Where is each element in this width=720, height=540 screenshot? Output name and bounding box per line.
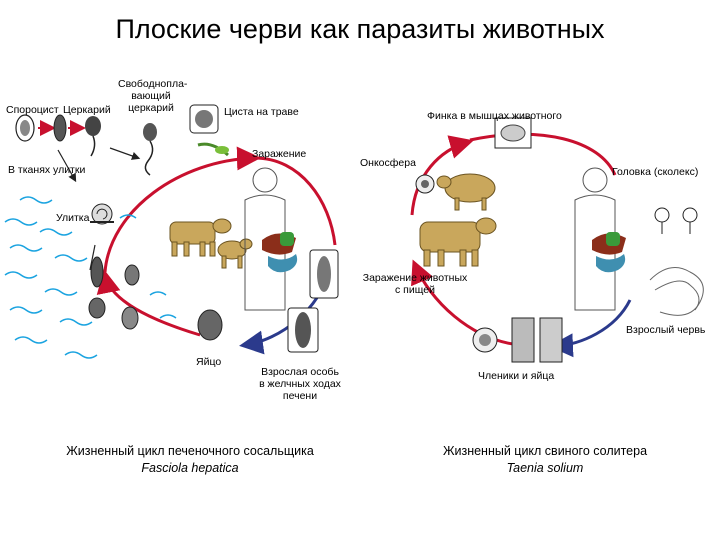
sporocyst-icon	[15, 114, 35, 142]
cattle-icon	[419, 217, 497, 267]
grass-icon	[197, 142, 229, 157]
label-sporocyst: Спороцист	[6, 104, 59, 116]
left-species: Fasciola hepatica	[141, 461, 239, 475]
page-title: Плоские черви как паразиты животных	[115, 14, 605, 44]
label-oncosphere: Онкосфера	[360, 157, 416, 169]
right-cycle-arrows	[410, 132, 632, 358]
human-body-right-icon	[574, 167, 616, 311]
label-finna: Финка в мышцах животного	[427, 110, 562, 122]
label-egg: Яйцо	[196, 356, 222, 368]
label-cercaria: Церкарий	[63, 104, 111, 116]
egg-right-icon	[472, 327, 498, 353]
finna-icon	[494, 117, 532, 149]
label-cyst-on-grass: Циста на траве	[224, 106, 299, 118]
sheep-icon	[217, 238, 253, 269]
cow-icon	[169, 218, 232, 257]
label-scolex: Головка (сколекс)	[612, 166, 699, 178]
scolex-icon	[654, 207, 698, 234]
intestine-right-icon	[592, 232, 626, 273]
label-adult-fluke: Взрослая особь в желчных ходах печени	[259, 366, 341, 402]
right-caption: Жизненный цикл свиного солитера Taenia s…	[442, 444, 648, 475]
snail-icon	[90, 203, 114, 225]
redia-icon	[53, 114, 67, 142]
water-waves-icon	[4, 196, 177, 359]
larva-stages-icon	[88, 256, 140, 330]
label-snail: Улитка	[56, 212, 90, 224]
right-species: Taenia solium	[506, 461, 584, 475]
pig-icon	[436, 173, 496, 211]
left-caption: Жизненный цикл печеночного сосальщика Fa…	[66, 444, 314, 475]
label-free-cercaria: Свободнопла- вающий церкарий	[118, 78, 188, 114]
free-cercaria-icon	[143, 123, 157, 176]
proglottid-icon	[511, 317, 563, 363]
cercaria-icon	[85, 116, 101, 157]
oncosphere-icon	[415, 174, 435, 194]
adult-fluke-icon	[309, 249, 339, 299]
label-segments-eggs: Членики и яйца	[478, 370, 555, 382]
label-infection: Заражение	[252, 148, 307, 160]
liver-left-icon	[262, 232, 298, 273]
label-adult-worm: Взрослый червь	[626, 324, 706, 336]
human-body-left-icon	[244, 167, 286, 311]
egg-left-icon	[197, 309, 223, 341]
label-animal-infection: Заражение животных с пищей	[362, 272, 468, 296]
label-in-snail-tissue: В тканях улитки	[8, 164, 86, 176]
adult-fluke-2-icon	[287, 307, 319, 353]
tapeworm-icon	[649, 267, 704, 316]
cyst-icon	[189, 104, 219, 134]
